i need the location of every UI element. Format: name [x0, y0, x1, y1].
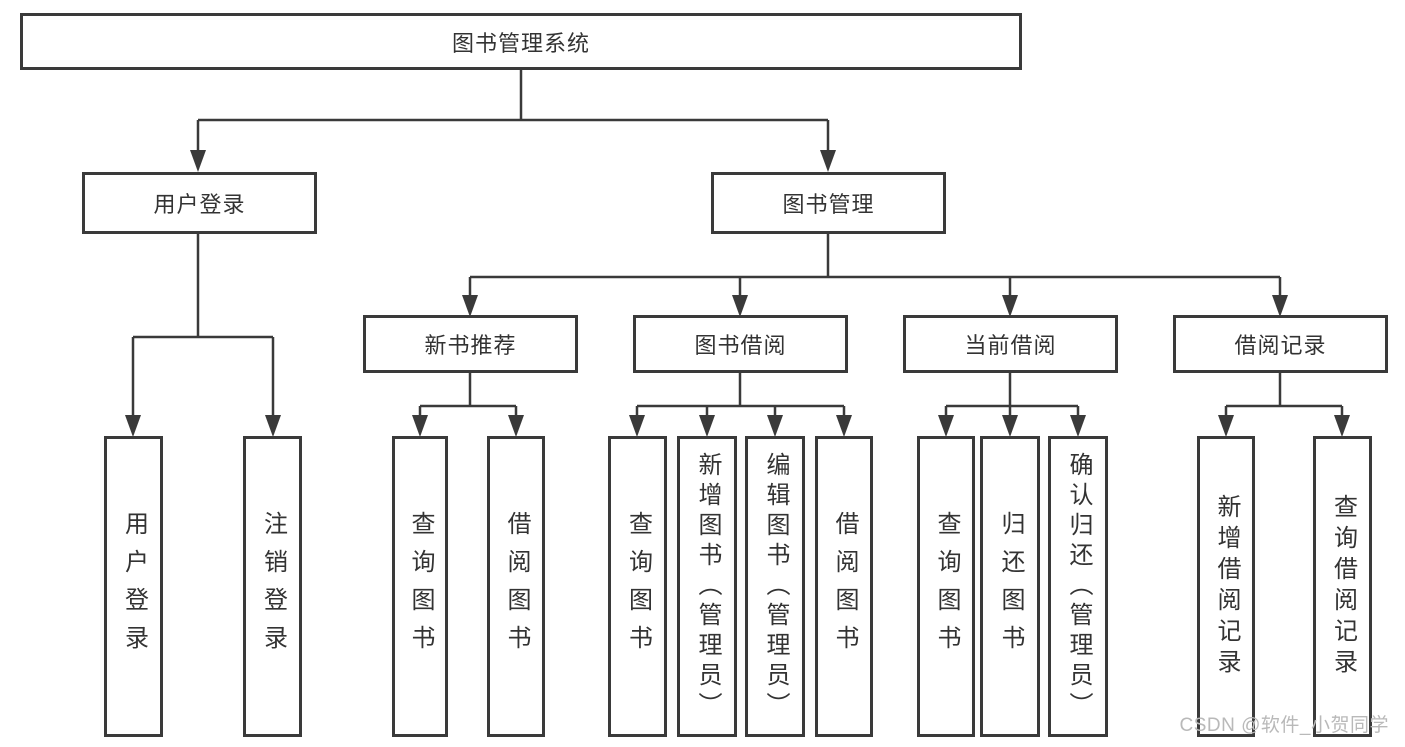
node-label: 查询图书 — [933, 510, 960, 663]
node-user-login-leaf: 用户登录 — [104, 436, 163, 737]
node-current-borrowing: 当前借阅 — [903, 315, 1118, 373]
node-label: 查询图书 — [407, 510, 434, 663]
node-borrow-books-recommend: 借阅图书 — [487, 436, 545, 737]
node-edit-books-admin: 编辑图书（管理员） — [745, 436, 805, 737]
node-book-borrowing: 图书借阅 — [633, 315, 848, 373]
node-label: 借阅图书 — [503, 510, 530, 663]
node-label: 归还图书 — [997, 510, 1024, 663]
csdn-watermark: CSDN @软件_小贺同学 — [1179, 715, 1389, 736]
node-label: 注销登录 — [259, 510, 287, 663]
node-borrowing-records: 借阅记录 — [1173, 315, 1388, 373]
node-label: 查询图书 — [624, 510, 652, 663]
node-borrow-books-borrowing: 借阅图书 — [815, 436, 873, 737]
node-label: 借阅记录 — [1234, 333, 1327, 358]
node-label: 查询借阅记录 — [1329, 493, 1357, 680]
node-label: 借阅图书 — [831, 510, 858, 663]
node-label: 图书借阅 — [694, 333, 787, 358]
node-label: 图书管理 — [782, 192, 875, 217]
node-label: 确认归还（管理员） — [1065, 451, 1092, 722]
node-query-books-borrowing: 查询图书 — [608, 436, 667, 737]
node-label: 图书管理系统 — [451, 30, 590, 56]
node-label: 新书推荐 — [424, 333, 517, 358]
node-confirm-return-admin: 确认归还（管理员） — [1048, 436, 1108, 737]
node-add-borrow-record: 新增借阅记录 — [1197, 436, 1255, 737]
node-label: 用户登录 — [153, 192, 246, 217]
node-new-book-recommendation: 新书推荐 — [363, 315, 578, 373]
node-user-login: 用户登录 — [82, 172, 317, 234]
node-query-books-current: 查询图书 — [917, 436, 975, 737]
node-label: 当前借阅 — [964, 333, 1057, 358]
node-library-system: 图书管理系统 — [20, 13, 1022, 70]
node-label: 新增图书（管理员） — [694, 451, 721, 722]
node-label: 新增借阅记录 — [1213, 493, 1240, 680]
node-add-books-admin: 新增图书（管理员） — [677, 436, 737, 737]
node-label: 编辑图书（管理员） — [762, 451, 789, 722]
node-return-books: 归还图书 — [980, 436, 1040, 737]
node-query-books-recommend: 查询图书 — [392, 436, 448, 737]
node-query-borrow-record: 查询借阅记录 — [1313, 436, 1372, 737]
node-logout: 注销登录 — [243, 436, 302, 737]
node-book-management: 图书管理 — [711, 172, 946, 234]
node-label: 用户登录 — [120, 510, 148, 663]
